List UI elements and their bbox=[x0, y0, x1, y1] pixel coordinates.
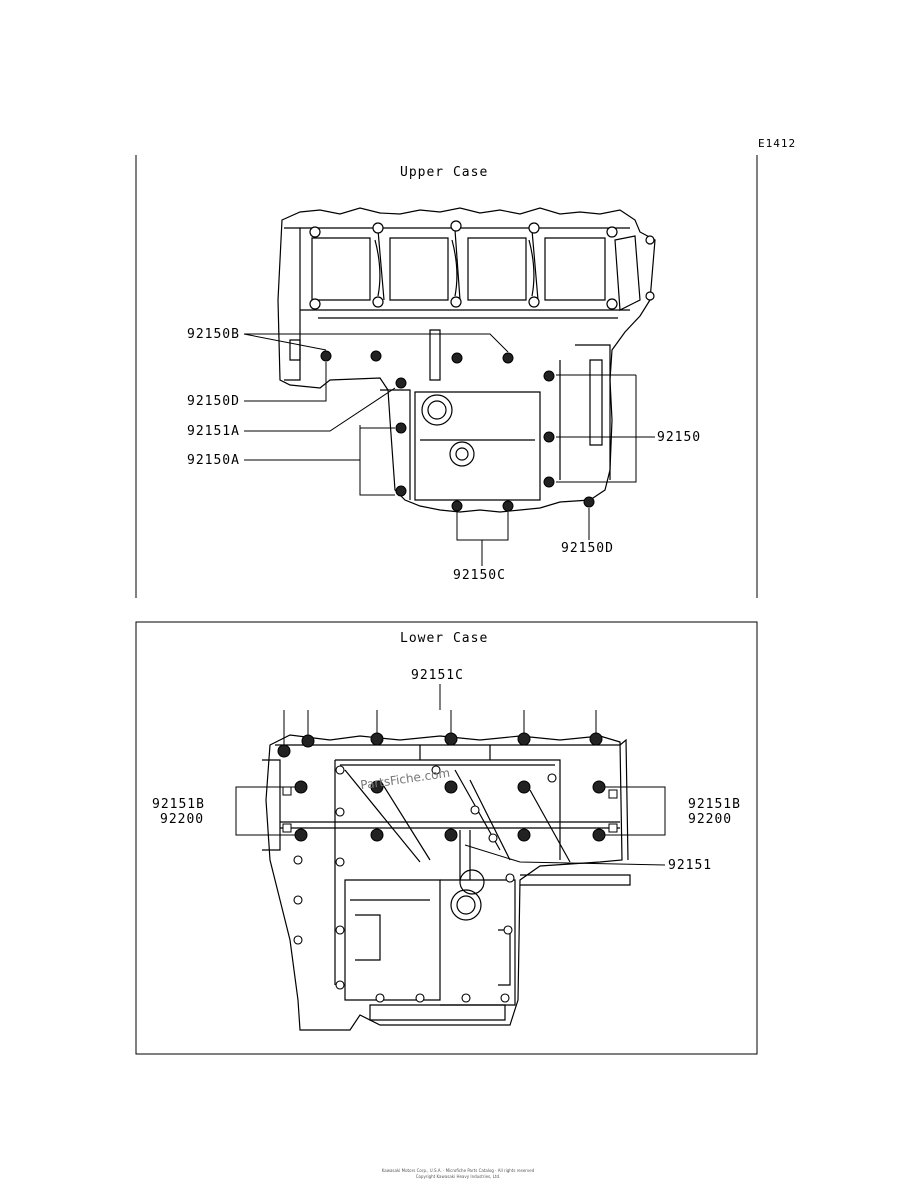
part-label-92150D-left: 92150D bbox=[187, 394, 240, 409]
part-label-92200-left: 92200 bbox=[160, 812, 205, 827]
part-label-92200-right: 92200 bbox=[688, 812, 733, 827]
part-label-92151B-right: 92151B bbox=[688, 797, 741, 812]
part-label-92151: 92151 bbox=[668, 858, 713, 873]
upper-case-drawing bbox=[135, 155, 758, 598]
part-label-92151A: 92151A bbox=[187, 424, 240, 439]
footer-line-1: Kawasaki Motors Corp., U.S.A. · Microfic… bbox=[381, 1168, 535, 1173]
part-label-92150: 92150 bbox=[657, 430, 702, 445]
upper-case-title: Upper Case bbox=[400, 165, 489, 180]
lower-case-title: Lower Case bbox=[400, 631, 489, 646]
footer-line-2: Copyright Kawasaki Heavy Industries, Ltd… bbox=[415, 1174, 501, 1179]
upper-case-panel: Upper Case 92150B 92150D 92151A 92150A 9… bbox=[135, 155, 758, 598]
part-label-92150C: 92150C bbox=[453, 568, 506, 583]
part-label-92151B-left: 92151B bbox=[152, 797, 205, 812]
diagram-id: E1412 bbox=[758, 137, 797, 150]
part-label-92150D-right: 92150D bbox=[561, 541, 614, 556]
part-label-92151C: 92151C bbox=[411, 668, 464, 683]
part-label-92150B: 92150B bbox=[187, 327, 240, 342]
part-label-92150A: 92150A bbox=[187, 453, 240, 468]
